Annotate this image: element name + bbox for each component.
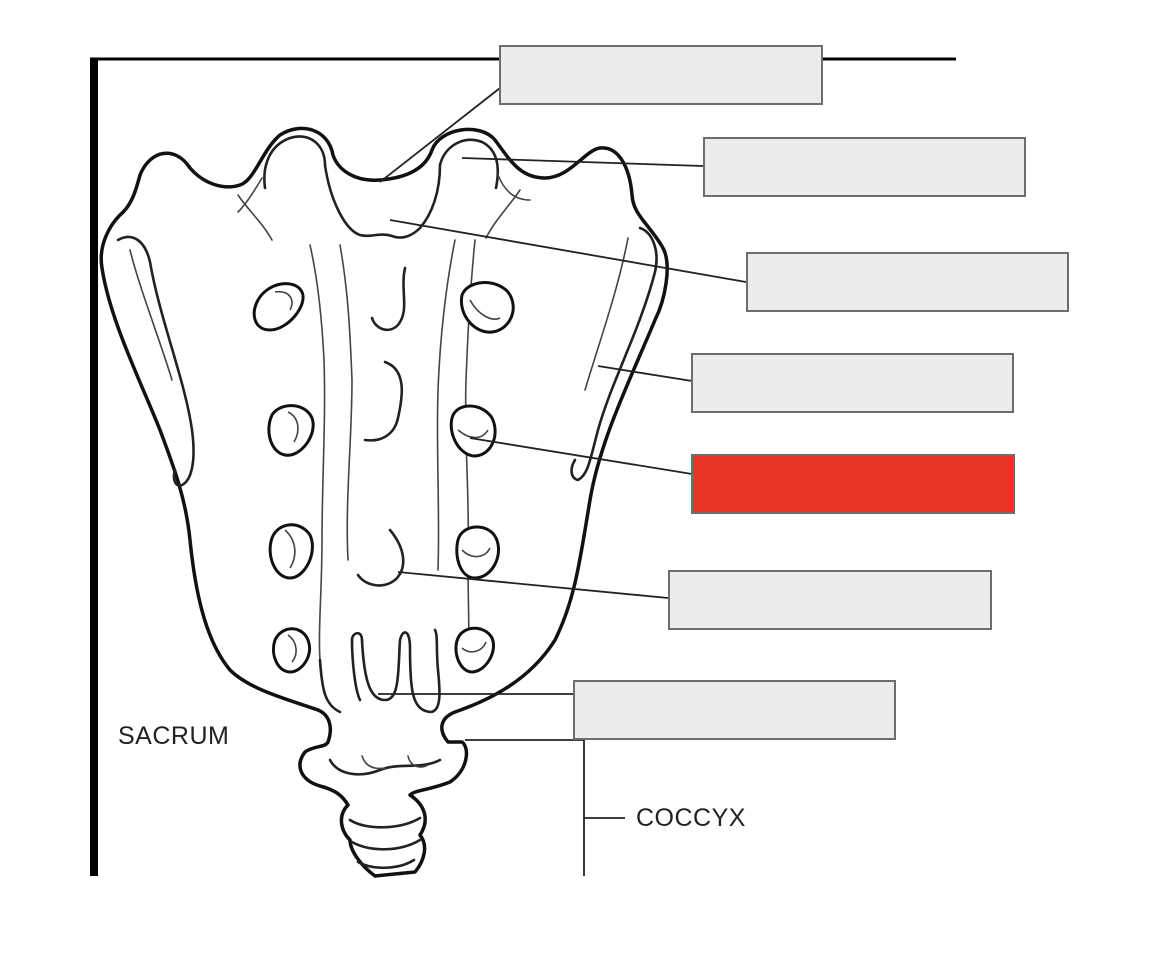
leader-line-1 — [379, 87, 501, 183]
answer-box-6[interactable] — [668, 570, 992, 630]
answer-box-7[interactable] — [573, 680, 896, 740]
leader-line-4 — [597, 365, 693, 382]
answer-box-5-highlighted[interactable] — [691, 454, 1015, 514]
answer-box-1[interactable] — [499, 45, 823, 105]
leader-line-2 — [461, 157, 704, 167]
coccyx-label: COCCYX — [636, 804, 746, 832]
answer-box-2[interactable] — [703, 137, 1026, 197]
answer-box-4[interactable] — [691, 353, 1014, 413]
leader-lines — [378, 87, 747, 876]
coccyx-bone — [328, 755, 442, 870]
leader-line-3 — [389, 219, 747, 283]
answer-box-3[interactable] — [746, 252, 1069, 312]
leader-line-5 — [469, 437, 693, 475]
leader-line-6 — [397, 571, 669, 599]
sacrum-bone — [99, 126, 669, 878]
sacrum-label: SACRUM — [118, 722, 230, 750]
